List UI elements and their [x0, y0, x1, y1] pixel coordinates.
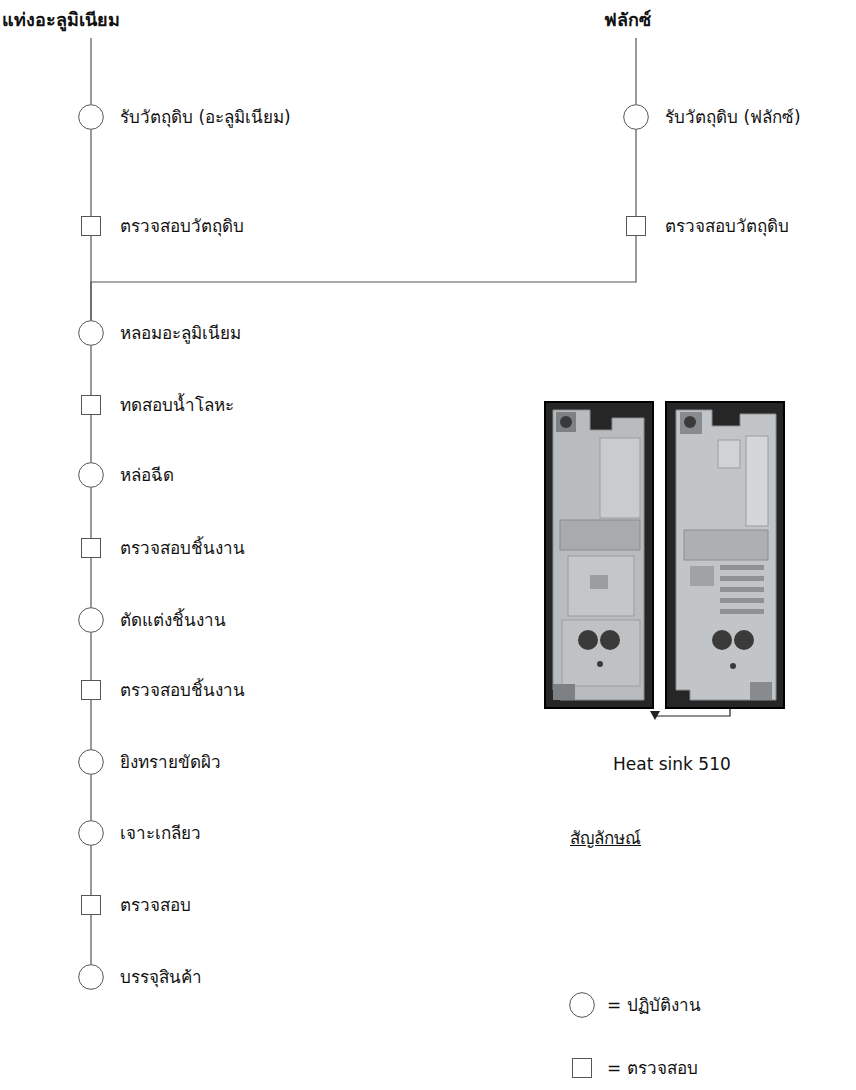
step-label: ยิงทรายขัดผิว — [118, 750, 223, 774]
circle-shape — [569, 991, 595, 1019]
flow-line — [90, 130, 91, 217]
header-line — [635, 38, 636, 104]
heat-sink-photo — [666, 402, 784, 708]
inspection-step: ตรวจสอบวัตถุดิบ — [78, 212, 246, 240]
flow-line — [90, 346, 91, 396]
pointer-arrow — [650, 708, 730, 720]
operation-symbol — [78, 319, 104, 347]
circle-shape — [623, 103, 649, 131]
flow-line — [90, 700, 91, 750]
flow-line — [90, 775, 91, 821]
step-label: ทดสอบน้ำโลหะ — [118, 393, 236, 417]
circle-shape — [78, 963, 104, 991]
operation-symbol — [78, 963, 104, 991]
operation-step: รับวัตถุดิบ (อะลูมิเนียม) — [78, 103, 293, 131]
square-shape — [78, 891, 104, 919]
circle-shape — [78, 748, 104, 776]
part-name: Heat sink 510 — [613, 752, 731, 776]
step-label: บรรจุสินค้า — [118, 965, 204, 989]
step-label: ตรวจสอบวัตถุดิบ — [118, 214, 246, 238]
step-label: ตรวจสอบ — [118, 893, 193, 917]
step-label: ตรวจสอบวัตถุดิบ — [663, 214, 791, 238]
flow-line — [90, 488, 91, 539]
flow-line — [90, 846, 91, 896]
inspection-step: ตรวจสอบ — [78, 891, 193, 919]
inspection-symbol — [78, 534, 104, 562]
circle-shape — [78, 606, 104, 634]
step-label: เจาะเกลียว — [118, 821, 203, 845]
operation-step: บรรจุสินค้า — [78, 963, 204, 991]
column-heading: ฟลักซ์ — [604, 8, 651, 32]
step-label: หล่อฉีด — [118, 463, 176, 487]
flow-line — [90, 915, 91, 965]
operation-symbol — [78, 103, 104, 131]
inspection-symbol — [78, 891, 104, 919]
operation-step: ยิงทรายขัดผิว — [78, 748, 223, 776]
flow-line — [90, 633, 91, 681]
step-label: หลอมอะลูมิเนียม — [118, 321, 243, 345]
operation-symbol — [569, 991, 595, 1019]
square-shape — [78, 391, 104, 419]
step-label: รับวัตถุดิบ (อะลูมิเนียม) — [118, 105, 293, 129]
step-label: ตัดแต่งชิ้นงาน — [118, 608, 228, 632]
operation-step: เจาะเกลียว — [78, 819, 203, 847]
inspection-symbol — [78, 676, 104, 704]
operation-symbol — [623, 103, 649, 131]
inspection-step: ตรวจสอบชิ้นงาน — [78, 534, 247, 562]
circle-shape — [78, 461, 104, 489]
operation-step: รับวัตถุดิบ (ฟลักซ์) — [623, 103, 803, 131]
square-shape — [623, 212, 649, 240]
square-shape — [78, 676, 104, 704]
circle-shape — [78, 103, 104, 131]
flow-line — [91, 236, 636, 321]
inspection-symbol — [569, 1054, 595, 1082]
circle-shape — [78, 819, 104, 847]
heat-sink-photo — [545, 402, 653, 708]
step-label: ตรวจสอบชิ้นงาน — [118, 678, 247, 702]
inspection-step: ตรวจสอบวัตถุดิบ — [623, 212, 791, 240]
flow-line — [90, 558, 91, 608]
legend-entry: = ปฏิบัติงาน — [569, 991, 703, 1019]
operation-symbol — [78, 748, 104, 776]
legend-heading: สัญลักษณ์ — [570, 826, 641, 850]
step-label: รับวัตถุดิบ (ฟลักซ์) — [663, 105, 803, 129]
square-shape — [78, 534, 104, 562]
legend-text: = ปฏิบัติงาน — [605, 993, 703, 1017]
operation-symbol — [78, 606, 104, 634]
operation-step: หล่อฉีด — [78, 461, 176, 489]
flow-line — [90, 415, 91, 463]
square-shape — [569, 1054, 595, 1082]
header-line — [90, 38, 91, 104]
inspection-symbol — [78, 212, 104, 240]
operation-step: หลอมอะลูมิเนียม — [78, 319, 243, 347]
inspection-step: ทดสอบน้ำโลหะ — [78, 391, 236, 419]
legend-entry: = ตรวจสอบ — [569, 1054, 700, 1082]
column-heading: แท่งอะลูมิเนียม — [2, 8, 120, 32]
flow-line — [635, 130, 636, 217]
step-label: ตรวจสอบชิ้นงาน — [118, 536, 247, 560]
legend-text: = ตรวจสอบ — [605, 1056, 700, 1080]
inspection-symbol — [78, 391, 104, 419]
square-shape — [78, 212, 104, 240]
operation-symbol — [78, 819, 104, 847]
inspection-step: ตรวจสอบชิ้นงาน — [78, 676, 247, 704]
operation-step: ตัดแต่งชิ้นงาน — [78, 606, 228, 634]
inspection-symbol — [623, 212, 649, 240]
circle-shape — [78, 319, 104, 347]
operation-symbol — [78, 461, 104, 489]
